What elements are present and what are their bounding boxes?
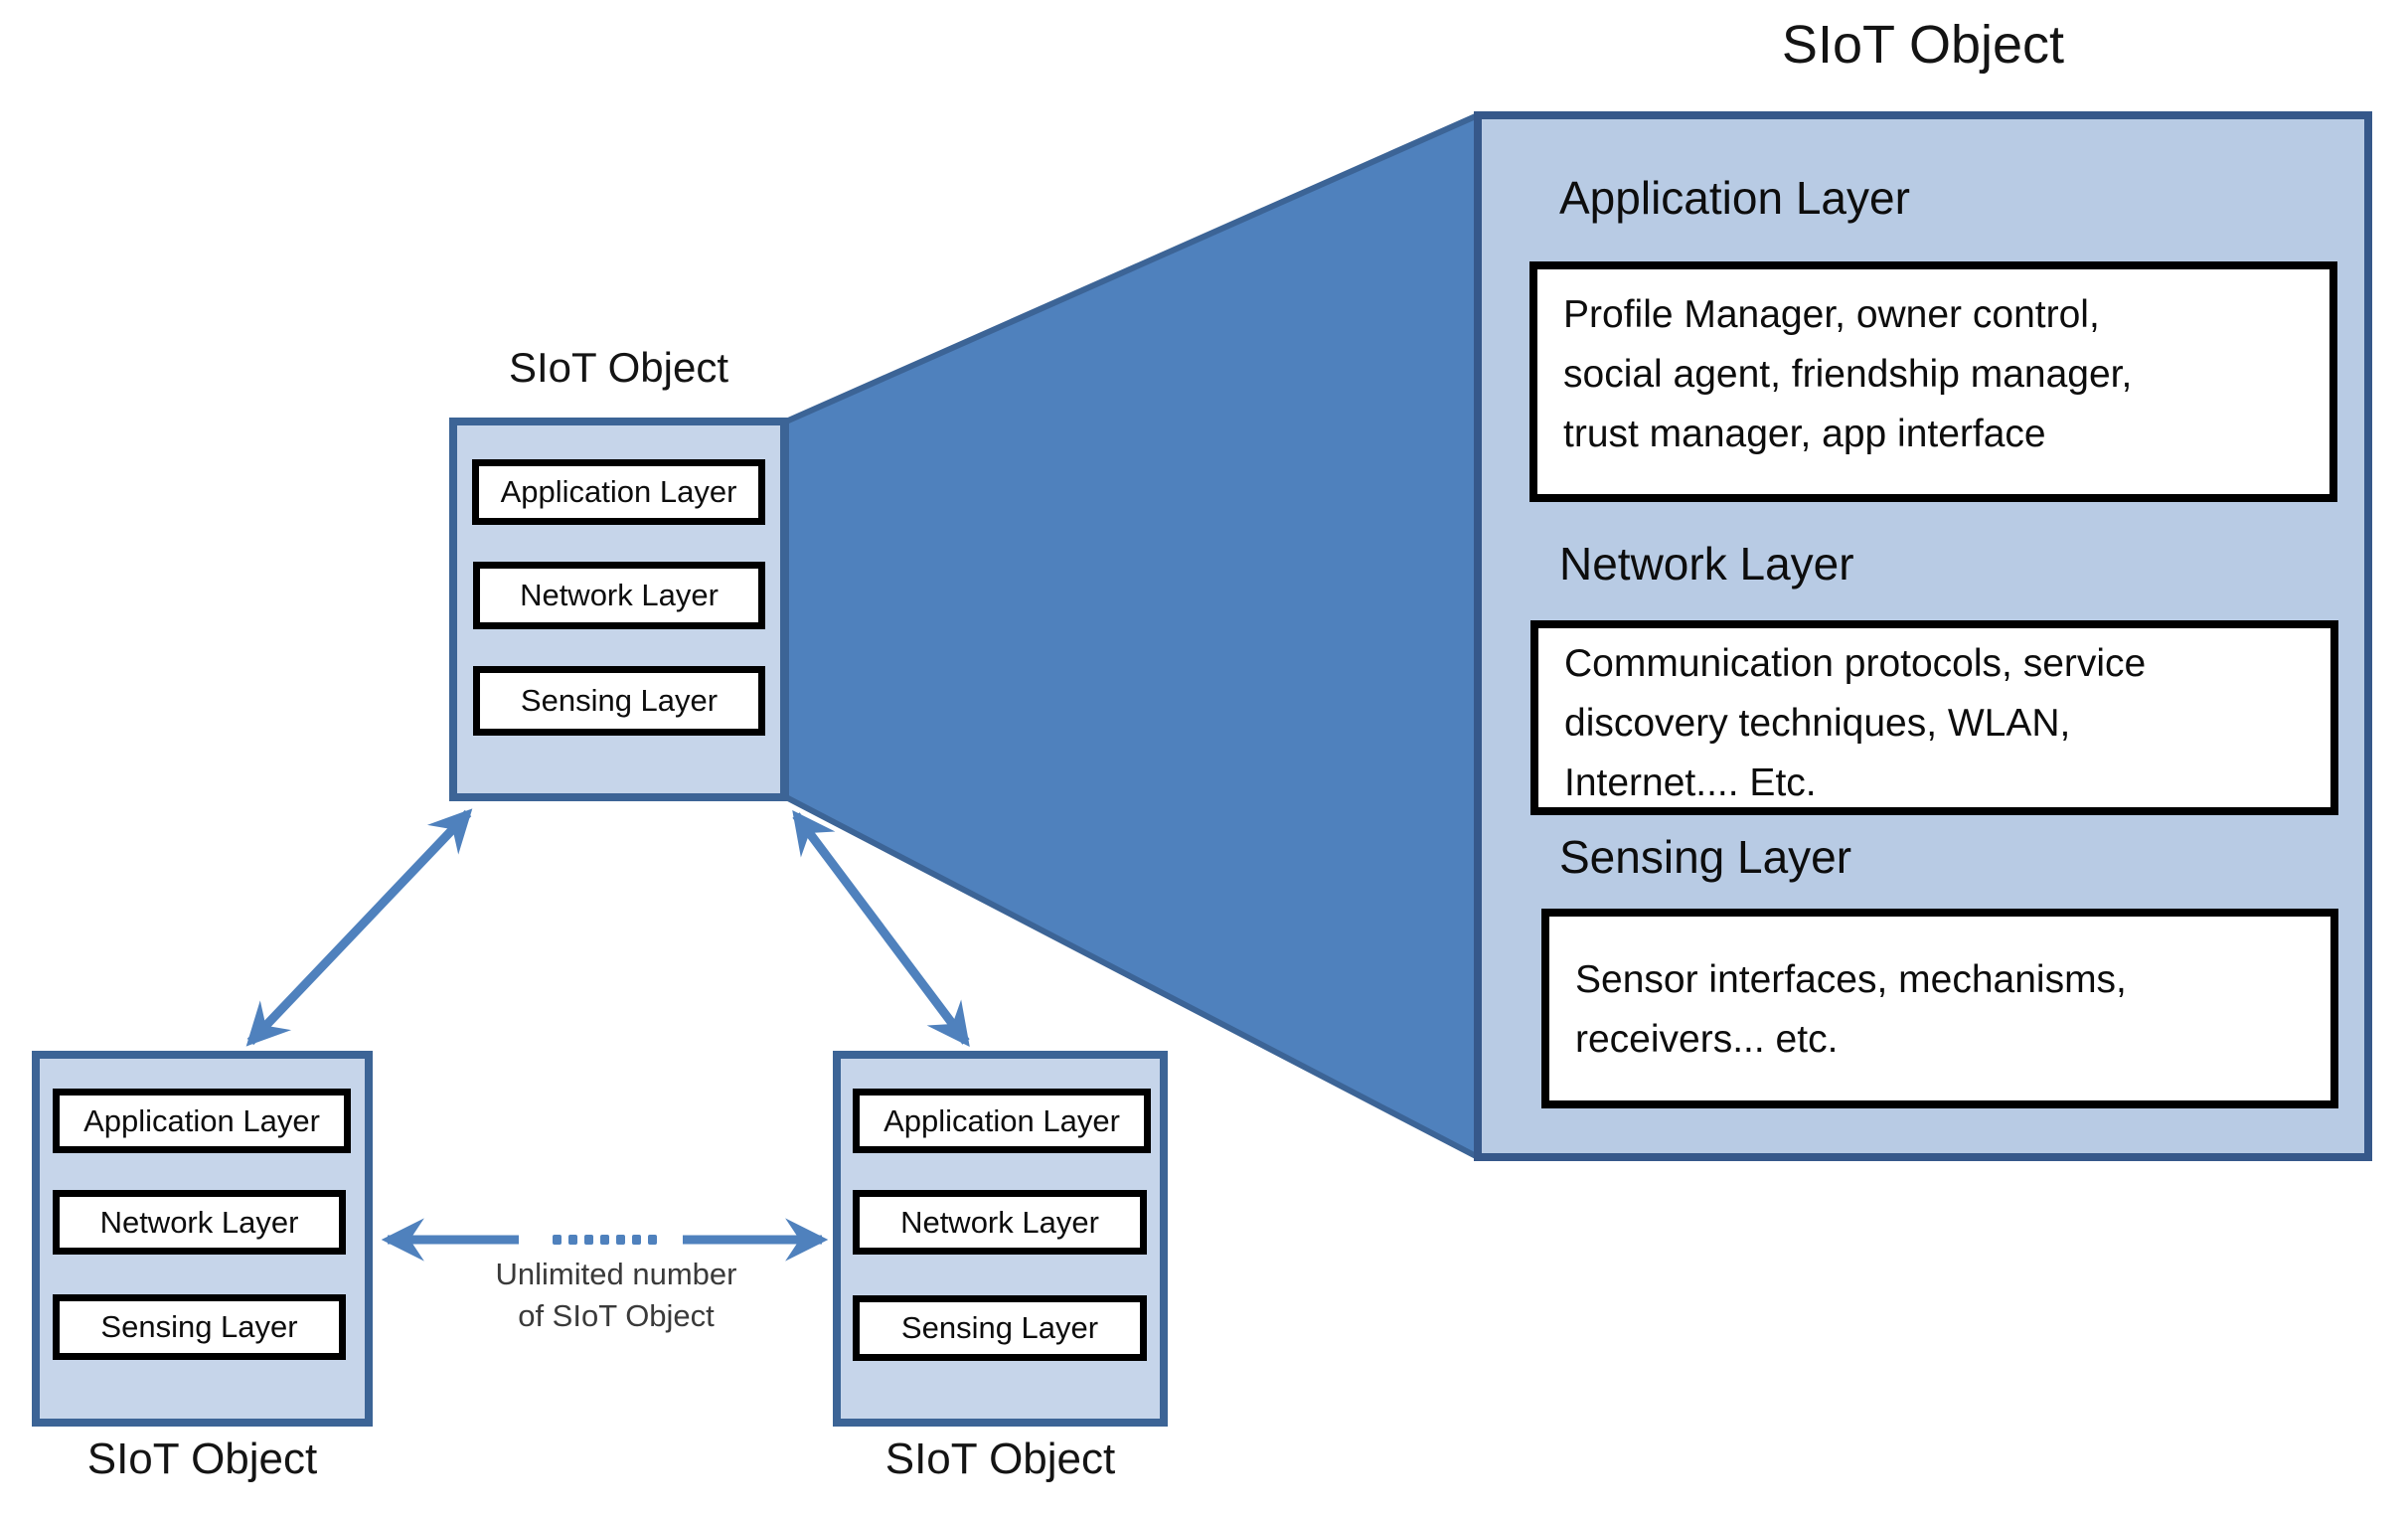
unlimited-number-note-line1: Unlimited number (495, 1257, 737, 1291)
unlimited-number-note-line2: of SIoT Object (518, 1298, 715, 1333)
bottom-left-sensing-layer-box: Sensing Layer (53, 1294, 346, 1360)
top-application-layer-box: Application Layer (472, 459, 765, 525)
bottom-left-application-layer-box: Application Layer (53, 1089, 351, 1153)
detail-panel-title: SIoT Object (1781, 15, 2065, 75)
dotted-connector-dots (553, 1235, 657, 1245)
detail-network-line: discovery techniques, WLAN, (1564, 702, 2071, 745)
detail-sensing-layer-heading: Sensing Layer (1559, 831, 1852, 883)
bottom-left-network-layer-box: Network Layer (53, 1190, 346, 1255)
bottom-right-application-layer-box: Application Layer (853, 1089, 1151, 1153)
bottom-right-siot-object-box: Application Layer Network Layer Sensing … (833, 1051, 1168, 1427)
detail-application-layer-heading: Application Layer (1559, 172, 1910, 224)
top-object-title: SIoT Object (509, 344, 728, 391)
detail-application-line: Profile Manager, owner control, (1563, 293, 2100, 336)
top-sensing-layer-box: Sensing Layer (473, 666, 765, 736)
detail-application-layer-box: Profile Manager, owner control, social a… (1529, 261, 2337, 502)
zoom-funnel-shape (783, 112, 1481, 1160)
top-siot-object-box: Application Layer Network Layer Sensing … (449, 418, 788, 801)
bottom-left-siot-object-box: Application Layer Network Layer Sensing … (32, 1051, 373, 1427)
detail-siot-object-panel: Application Layer Profile Manager, owner… (1474, 111, 2372, 1161)
detail-sensing-line: receivers... etc. (1575, 1018, 1839, 1061)
detail-network-layer-box: Communication protocols, service discove… (1530, 620, 2338, 815)
detail-application-line: social agent, friendship manager, (1563, 353, 2133, 396)
unlimited-number-note: Unlimited number of SIoT Object (388, 1254, 845, 1337)
bottom-left-object-title: SIoT Object (86, 1435, 318, 1483)
detail-application-line: trust manager, app interface (1563, 413, 2046, 455)
arrow-top-to-bottom-right (792, 809, 970, 1048)
detail-sensing-layer-box: Sensor interfaces, mechanisms, receivers… (1541, 909, 2338, 1108)
detail-network-layer-heading: Network Layer (1559, 538, 1854, 590)
detail-network-line: Internet.... Etc. (1564, 761, 1817, 804)
bottom-right-sensing-layer-box: Sensing Layer (853, 1295, 1147, 1361)
detail-network-line: Communication protocols, service (1564, 642, 2147, 685)
top-network-layer-box: Network Layer (473, 562, 765, 629)
arrow-top-to-bottom-left (245, 808, 473, 1047)
bottom-right-network-layer-box: Network Layer (853, 1190, 1147, 1255)
detail-sensing-line: Sensor interfaces, mechanisms, (1575, 958, 2127, 1001)
bottom-right-object-title: SIoT Object (884, 1435, 1116, 1483)
